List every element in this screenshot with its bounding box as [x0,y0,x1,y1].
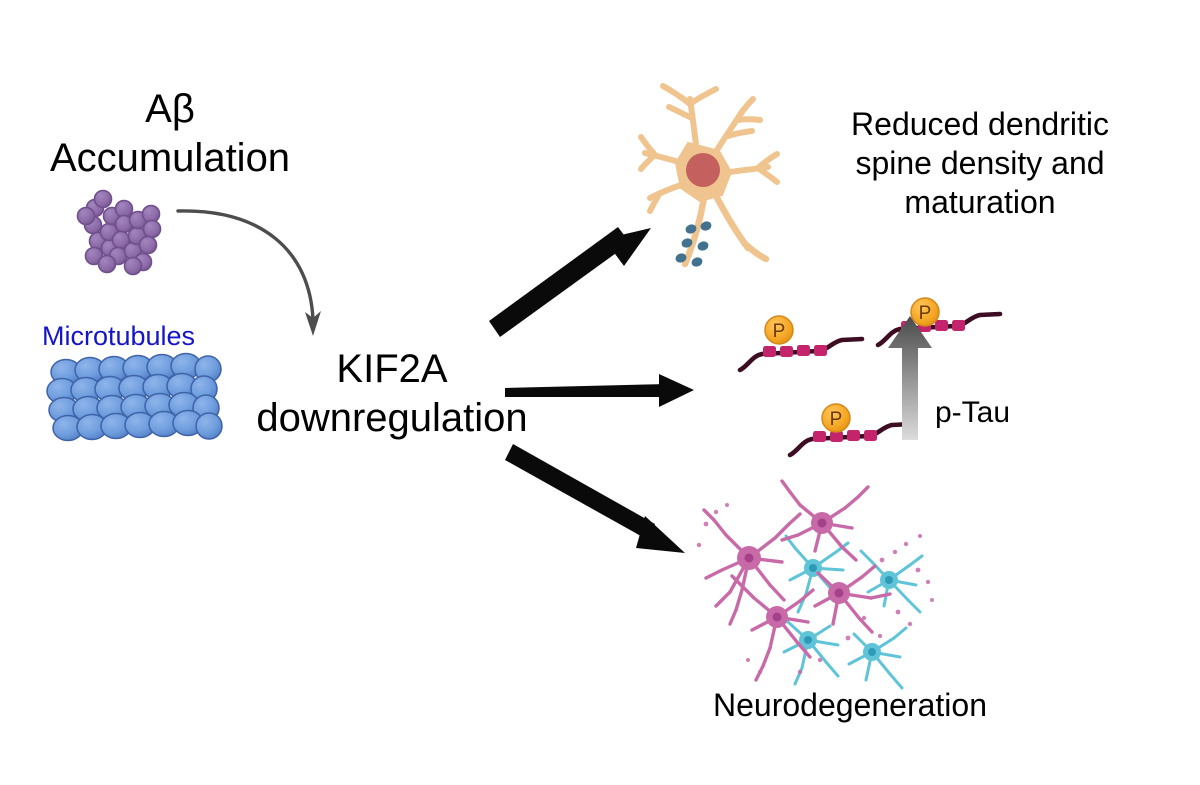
abeta-accumulation-label: Aβ Accumulation [49,87,291,180]
phosphate-group-icon: P [821,403,851,433]
neurodegeneration-label: Neurodegeneration [713,687,987,723]
phosphorylated-tau-icon: P [875,297,1003,348]
neuron-network-icon [696,479,934,690]
svg-text:P: P [830,409,843,430]
up-arrow-icon [888,316,932,440]
svg-text:P: P [773,321,786,342]
straight-arrow-icon [489,227,694,553]
curved-arrow-icon [176,209,321,336]
phosphate-group-icon: P [764,315,794,345]
microtubules-label: Microtubules [42,321,196,351]
neuron-cell-icon [638,83,780,268]
p-tau-label: p-Tau [935,396,1011,429]
microtubule-icon [46,352,223,442]
dendritic-spine-dot [675,221,712,267]
reduced-dendritic-spine-label: Reduced dendritic spine density and matu… [851,106,1109,221]
svg-text:P: P [919,303,932,324]
phosphorylated-tau-icon: P [787,403,915,458]
amyloid-beta-plaque-icon [76,189,162,276]
kif2a-downregulation-label: KIF2A downregulation [256,347,528,440]
phosphorylated-tau-icon: P [737,315,865,373]
phosphate-group-icon: P [910,297,940,327]
